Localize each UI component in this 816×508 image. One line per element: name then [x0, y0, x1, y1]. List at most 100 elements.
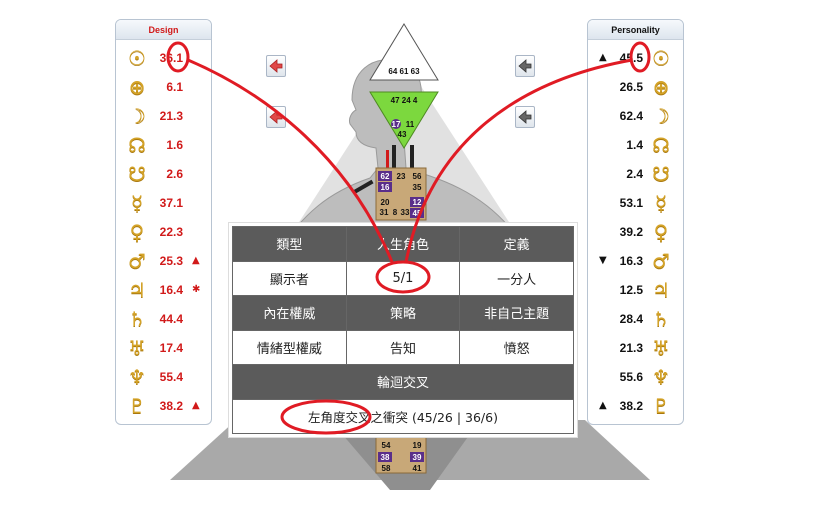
- personality-gate-line-value: 53.1: [620, 196, 643, 210]
- incarnation-cross-header: 輪迴交叉: [233, 365, 574, 400]
- design-planet-row[interactable]: ☿37.1: [116, 189, 211, 218]
- design-gate-line-value: 36.1: [160, 51, 183, 65]
- mars-icon: ♂: [126, 250, 148, 272]
- design-planet-row[interactable]: ☋2.6: [116, 160, 211, 189]
- north-node-icon: ☊: [650, 134, 672, 156]
- pluto-icon: ♇: [126, 395, 148, 417]
- ajna-gate-11: 11: [406, 120, 415, 129]
- design-next-button[interactable]: [266, 106, 286, 128]
- head-center-gates: 64 61 63: [388, 67, 420, 76]
- personality-gate-line-value: 2.4: [626, 167, 643, 181]
- personality-planet-row[interactable]: ♀ 39.2: [588, 218, 683, 247]
- incarnation-cross-value: 左角度交叉之衝突 (45/26 | 36/6): [233, 399, 574, 434]
- personality-gate-line-value: 39.2: [620, 225, 643, 239]
- design-gate-line-value: 37.1: [160, 196, 183, 210]
- design-planet-row[interactable]: ♀22.3: [116, 218, 211, 247]
- throat-gate-23: 23: [397, 172, 406, 181]
- definition-header: 定義: [460, 227, 574, 262]
- design-gate-line-value: 21.3: [160, 109, 183, 123]
- moon-icon: ☽: [650, 105, 672, 127]
- personality-gate-line-value: 12.5: [620, 283, 643, 297]
- venus-icon: ♀: [650, 221, 672, 243]
- design-gate-line-value: 6.1: [166, 80, 183, 94]
- throat-gate-12: 12: [413, 198, 422, 207]
- personality-planet-row[interactable]: ♆55.6: [588, 363, 683, 392]
- throat-gate-56: 56: [413, 172, 422, 181]
- personality-title: Personality: [588, 20, 683, 40]
- design-gate-line-value: 38.2: [160, 399, 183, 413]
- personality-planet-row[interactable]: ⊕ 26.5: [588, 73, 683, 102]
- personality-planet-row[interactable]: ☿ 53.1: [588, 189, 683, 218]
- personality-planet-row[interactable]: ☽62.4: [588, 102, 683, 131]
- design-planet-row[interactable]: ♅ 17.4: [116, 334, 211, 363]
- root-gate-38: 38: [381, 453, 390, 462]
- personality-planet-row[interactable]: ☊1.4: [588, 131, 683, 160]
- earth-icon: ⊕: [126, 76, 148, 98]
- design-planet-row[interactable]: ♃ 16.4 ✱: [116, 276, 211, 305]
- root-gate-54: 54: [382, 441, 391, 450]
- design-gate-line-value: 17.4: [160, 341, 183, 355]
- throat-gate-62: 62: [381, 172, 390, 181]
- design-planet-row[interactable]: ♇ 38.2 ▲: [116, 392, 211, 421]
- design-gate-line-value: 1.6: [166, 138, 183, 152]
- throat-gate-16: 16: [381, 183, 390, 192]
- design-panel: Design ☉36.1⊕6.1☽21.3☊1.6☋2.6☿37.1♀22.3♂…: [115, 19, 212, 425]
- personality-planet-row[interactable]: ♇ 38.2 ▲: [588, 392, 683, 421]
- personality-gate-line-value: 26.5: [620, 80, 643, 94]
- uranus-icon: ♅: [126, 337, 148, 359]
- personality-planet-row[interactable]: ☉45.5▲: [588, 44, 683, 73]
- personality-next-button[interactable]: [515, 106, 535, 128]
- personality-planet-row[interactable]: ☋ 2.4: [588, 160, 683, 189]
- personality-prev-button[interactable]: [515, 55, 535, 77]
- fixing-marker-icon: ✱: [192, 284, 200, 295]
- personality-gate-line-value: 16.3: [620, 254, 643, 268]
- design-planet-row[interactable]: ☊1.6: [116, 131, 211, 160]
- personality-planet-row[interactable]: ♃12.5: [588, 276, 683, 305]
- root-gate-41: 41: [413, 464, 422, 473]
- throat-gate-35: 35: [413, 183, 422, 192]
- design-planet-row[interactable]: ⊕ 6.1: [116, 73, 211, 102]
- saturn-icon: ♄: [126, 308, 148, 330]
- chart-info-table: 類型 人生角色 定義 顯示者 5/1 一分人 內在權威 策略 非自己主題 情緒型…: [229, 223, 577, 437]
- ajna-center-gates: 47 24 4: [391, 96, 418, 105]
- authority-header: 內在權威: [233, 296, 347, 331]
- uranus-icon: ♅: [650, 337, 672, 359]
- not-self-header: 非自己主題: [460, 296, 574, 331]
- fixing-marker-icon: ▼: [599, 255, 607, 266]
- design-planet-row[interactable]: ♂ 25.3 ▲: [116, 247, 211, 276]
- fixing-marker-icon: ▲: [192, 400, 200, 411]
- arrow-left-gray-icon: [516, 56, 534, 76]
- root-gate-58: 58: [382, 464, 391, 473]
- authority-value: 情緒型權威: [233, 330, 347, 365]
- mars-icon: ♂: [650, 250, 672, 272]
- throat-gate-45: 45: [413, 209, 422, 218]
- fixing-marker-icon: ▲: [599, 400, 607, 411]
- saturn-icon: ♄: [650, 308, 672, 330]
- pluto-icon: ♇: [650, 395, 672, 417]
- design-planet-row[interactable]: ♆55.4: [116, 363, 211, 392]
- throat-gate-20: 20: [381, 198, 390, 207]
- neptune-icon: ♆: [650, 366, 672, 388]
- design-planet-row[interactable]: ♄44.4: [116, 305, 211, 334]
- design-planet-row[interactable]: ☽21.3: [116, 102, 211, 131]
- personality-planet-row[interactable]: ♅ 21.3: [588, 334, 683, 363]
- type-header: 類型: [233, 227, 347, 262]
- design-gate-line-value: 16.4: [160, 283, 183, 297]
- strategy-value: 告知: [346, 330, 460, 365]
- design-title: Design: [116, 20, 211, 40]
- personality-gate-line-value: 21.3: [620, 341, 643, 355]
- mercury-icon: ☿: [650, 192, 672, 214]
- definition-value: 一分人: [460, 261, 574, 296]
- personality-planet-row[interactable]: ♄28.4: [588, 305, 683, 334]
- jupiter-icon: ♃: [126, 279, 148, 301]
- personality-gate-line-value: 38.2: [620, 399, 643, 413]
- earth-icon: ⊕: [650, 76, 672, 98]
- fixing-marker-icon: ▲: [192, 255, 200, 266]
- design-gate-line-value: 25.3: [160, 254, 183, 268]
- design-planet-row[interactable]: ☉36.1: [116, 44, 211, 73]
- fixing-marker-icon: ▲: [599, 52, 607, 63]
- profile-value: 5/1: [346, 261, 460, 296]
- south-node-icon: ☋: [650, 163, 672, 185]
- design-prev-button[interactable]: [266, 55, 286, 77]
- personality-planet-row[interactable]: ♂ 16.3 ▼: [588, 247, 683, 276]
